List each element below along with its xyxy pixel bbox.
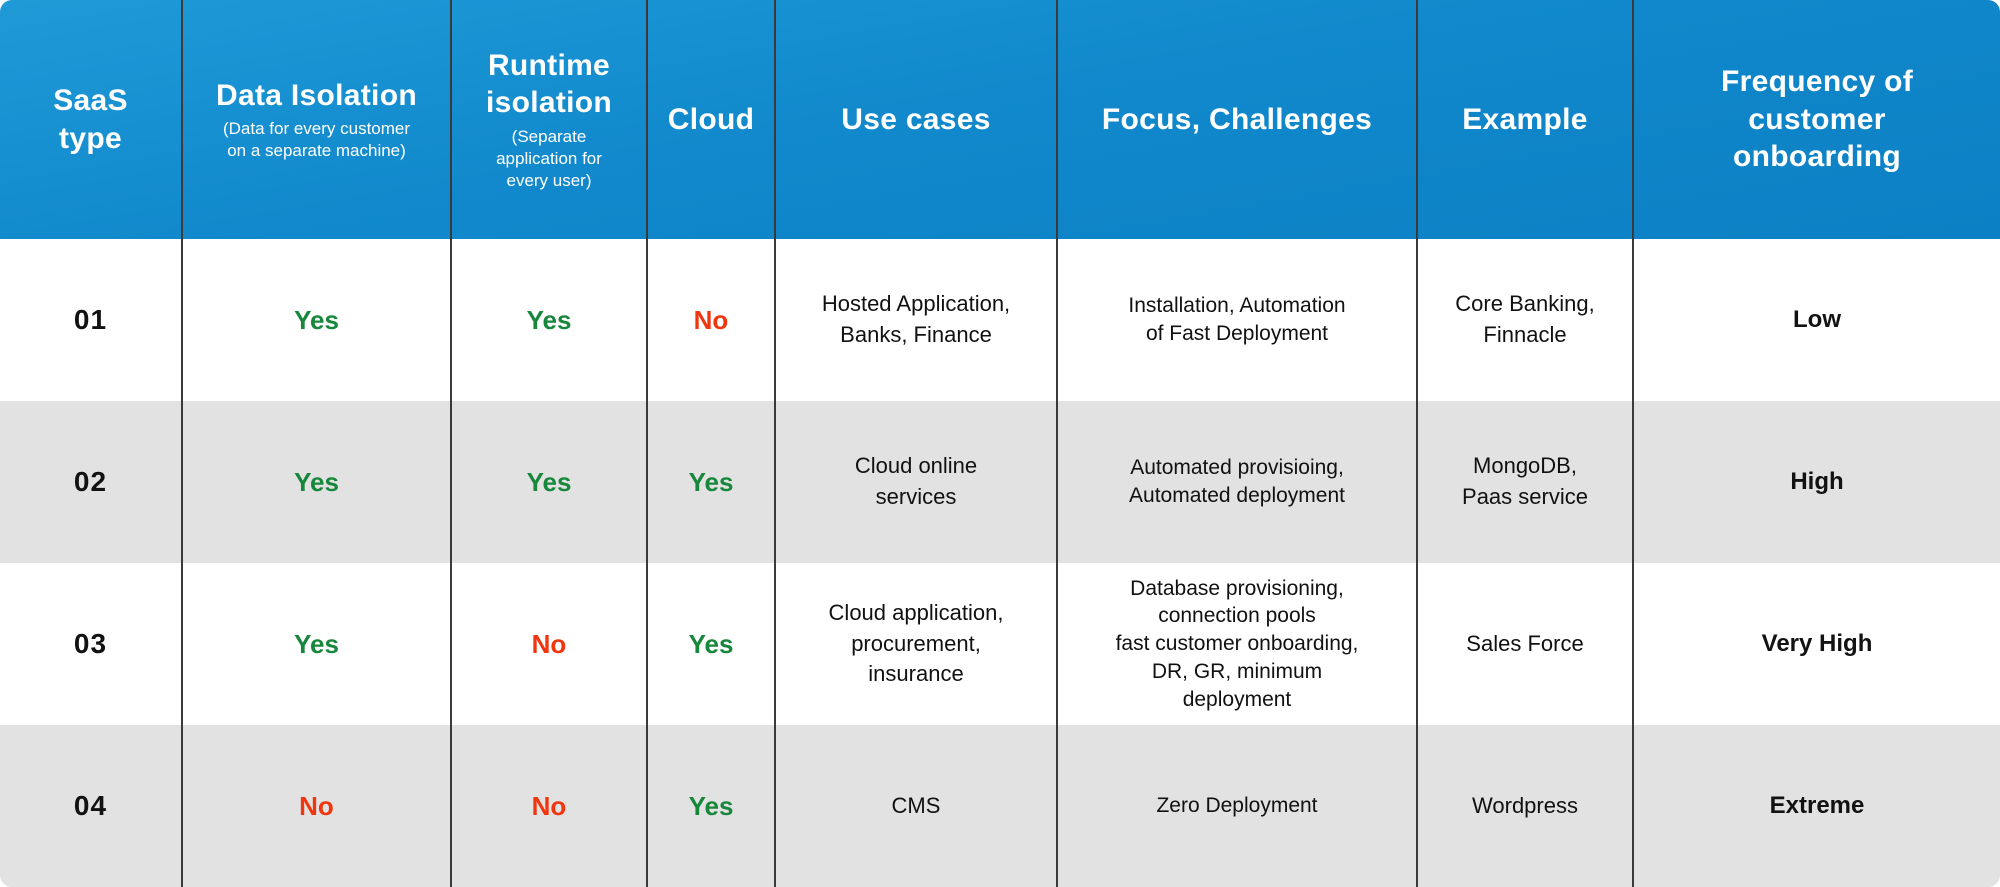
table-row-04: 04 No No Yes CMS Zero Deployment Wordpre… (0, 725, 2000, 887)
header-cell-saas-type: SaaS type (0, 0, 183, 239)
use-cases-text: Hosted Application, Banks, Finance (821, 291, 1011, 347)
cell-row2-saas-type: 02 (0, 401, 183, 563)
cell-row3-example: Sales Force (1418, 563, 1634, 725)
frequency-value: High (1790, 468, 1844, 495)
focus-challenges-text: Zero Deployment (1156, 794, 1318, 818)
frequency-value: Extreme (1769, 792, 1865, 819)
cell-row2-runtime-isolation: Yes (452, 401, 648, 563)
header-cell-onboarding-frequency: Frequency of customer onboarding (1634, 0, 2000, 239)
header-title-example: Example (1462, 102, 1588, 136)
yesno-value: Yes (688, 466, 734, 497)
cell-row1-focus-challenges: Installation, Automation of Fast Deploym… (1058, 239, 1418, 401)
header-title-runtime-isolation: Runtime isolation (485, 48, 613, 120)
cell-row1-example: Core Banking, Finnacle (1418, 239, 1634, 401)
header-caption-runtime-isolation: (Separate application for every user) (496, 126, 602, 191)
use-cases-text: Cloud application, procurement, insuranc… (828, 599, 1004, 687)
header-title-use-cases: Use cases (841, 102, 991, 136)
yesno-value: Yes (688, 628, 734, 659)
yesno-value: No (299, 790, 334, 821)
yesno-value: Yes (526, 466, 572, 497)
cell-row1-use-cases: Hosted Application, Banks, Finance (776, 239, 1058, 401)
cell-row2-data-isolation: Yes (183, 401, 452, 563)
cell-row3-data-isolation: Yes (183, 563, 452, 725)
cell-row2-use-cases: Cloud online services (776, 401, 1058, 563)
cell-row1-onboarding-frequency: Low (1634, 239, 2000, 401)
table-header-row: SaaS type Data Isolation (Data for every… (0, 0, 2000, 239)
cell-row4-cloud: Yes (648, 725, 776, 887)
focus-challenges-text: Database provisioning, connection pools … (1115, 576, 1359, 711)
table-row-03: 03 Yes No Yes Cloud application, procure… (0, 563, 2000, 725)
header-title-onboarding-frequency: Frequency of customer onboarding (1721, 65, 1913, 174)
use-cases-text: CMS (891, 792, 941, 818)
header-title-data-isolation: Data Isolation (216, 78, 417, 112)
cell-row2-focus-challenges: Automated provisioing, Automated deploym… (1058, 401, 1418, 563)
cell-row3-cloud: Yes (648, 563, 776, 725)
cell-row4-saas-type: 04 (0, 725, 183, 887)
header-cell-use-cases: Use cases (776, 0, 1058, 239)
cell-row1-saas-type: 01 (0, 239, 183, 401)
header-caption-data-isolation: (Data for every customer on a separate m… (222, 119, 411, 161)
example-text: Sales Force (1466, 630, 1584, 656)
yesno-value: Yes (294, 304, 339, 335)
cell-row3-use-cases: Cloud application, procurement, insuranc… (776, 563, 1058, 725)
cell-row4-use-cases: CMS (776, 725, 1058, 887)
header-title-saas-type: SaaS type (53, 84, 128, 155)
header-cell-data-isolation: Data Isolation (Data for every customer … (183, 0, 452, 239)
table-row-01: 01 Yes Yes No Hosted Application, Banks,… (0, 239, 2000, 401)
yesno-value: Yes (294, 466, 339, 497)
cell-row2-cloud: Yes (648, 401, 776, 563)
focus-challenges-text: Installation, Automation of Fast Deploym… (1128, 294, 1346, 345)
frequency-value: Low (1793, 306, 1841, 333)
cell-row4-runtime-isolation: No (452, 725, 648, 887)
cell-row4-data-isolation: No (183, 725, 452, 887)
header-cell-example: Example (1418, 0, 1634, 239)
yesno-value: No (693, 304, 729, 335)
yesno-value: Yes (526, 304, 572, 335)
yesno-value: No (531, 628, 567, 659)
cell-row1-data-isolation: Yes (183, 239, 452, 401)
use-cases-text: Cloud online services (854, 453, 978, 509)
frequency-value: Very High (1761, 630, 1873, 657)
cell-row4-onboarding-frequency: Extreme (1634, 725, 2000, 887)
cell-row3-runtime-isolation: No (452, 563, 648, 725)
cell-row4-example: Wordpress (1418, 725, 1634, 887)
example-text: MongoDB, Paas service (1462, 453, 1588, 509)
cell-row3-saas-type: 03 (0, 563, 183, 725)
table-row-02: 02 Yes Yes Yes Cloud online services Aut… (0, 401, 2000, 563)
row-number: 04 (73, 790, 108, 821)
cell-row1-cloud: No (648, 239, 776, 401)
header-cell-focus-challenges: Focus, Challenges (1058, 0, 1418, 239)
focus-challenges-text: Automated provisioing, Automated deploym… (1129, 456, 1345, 507)
cell-row2-example: MongoDB, Paas service (1418, 401, 1634, 563)
row-number: 01 (73, 304, 108, 335)
row-number: 03 (73, 628, 108, 659)
example-text: Wordpress (1472, 792, 1578, 818)
cell-row3-onboarding-frequency: Very High (1634, 563, 2000, 725)
header-title-focus-challenges: Focus, Challenges (1101, 102, 1373, 136)
yesno-value: Yes (688, 790, 734, 821)
header-cell-cloud: Cloud (648, 0, 776, 239)
header-cell-runtime-isolation: Runtime isolation (Separate application … (452, 0, 648, 239)
row-number: 02 (73, 466, 108, 497)
cell-row4-focus-challenges: Zero Deployment (1058, 725, 1418, 887)
yesno-value: No (531, 790, 567, 821)
cell-row3-focus-challenges: Database provisioning, connection pools … (1058, 563, 1418, 725)
header-title-cloud: Cloud (667, 102, 755, 136)
cell-row1-runtime-isolation: Yes (452, 239, 648, 401)
cell-row2-onboarding-frequency: High (1634, 401, 2000, 563)
example-text: Core Banking, Finnacle (1455, 291, 1595, 347)
yesno-value: Yes (294, 628, 339, 659)
